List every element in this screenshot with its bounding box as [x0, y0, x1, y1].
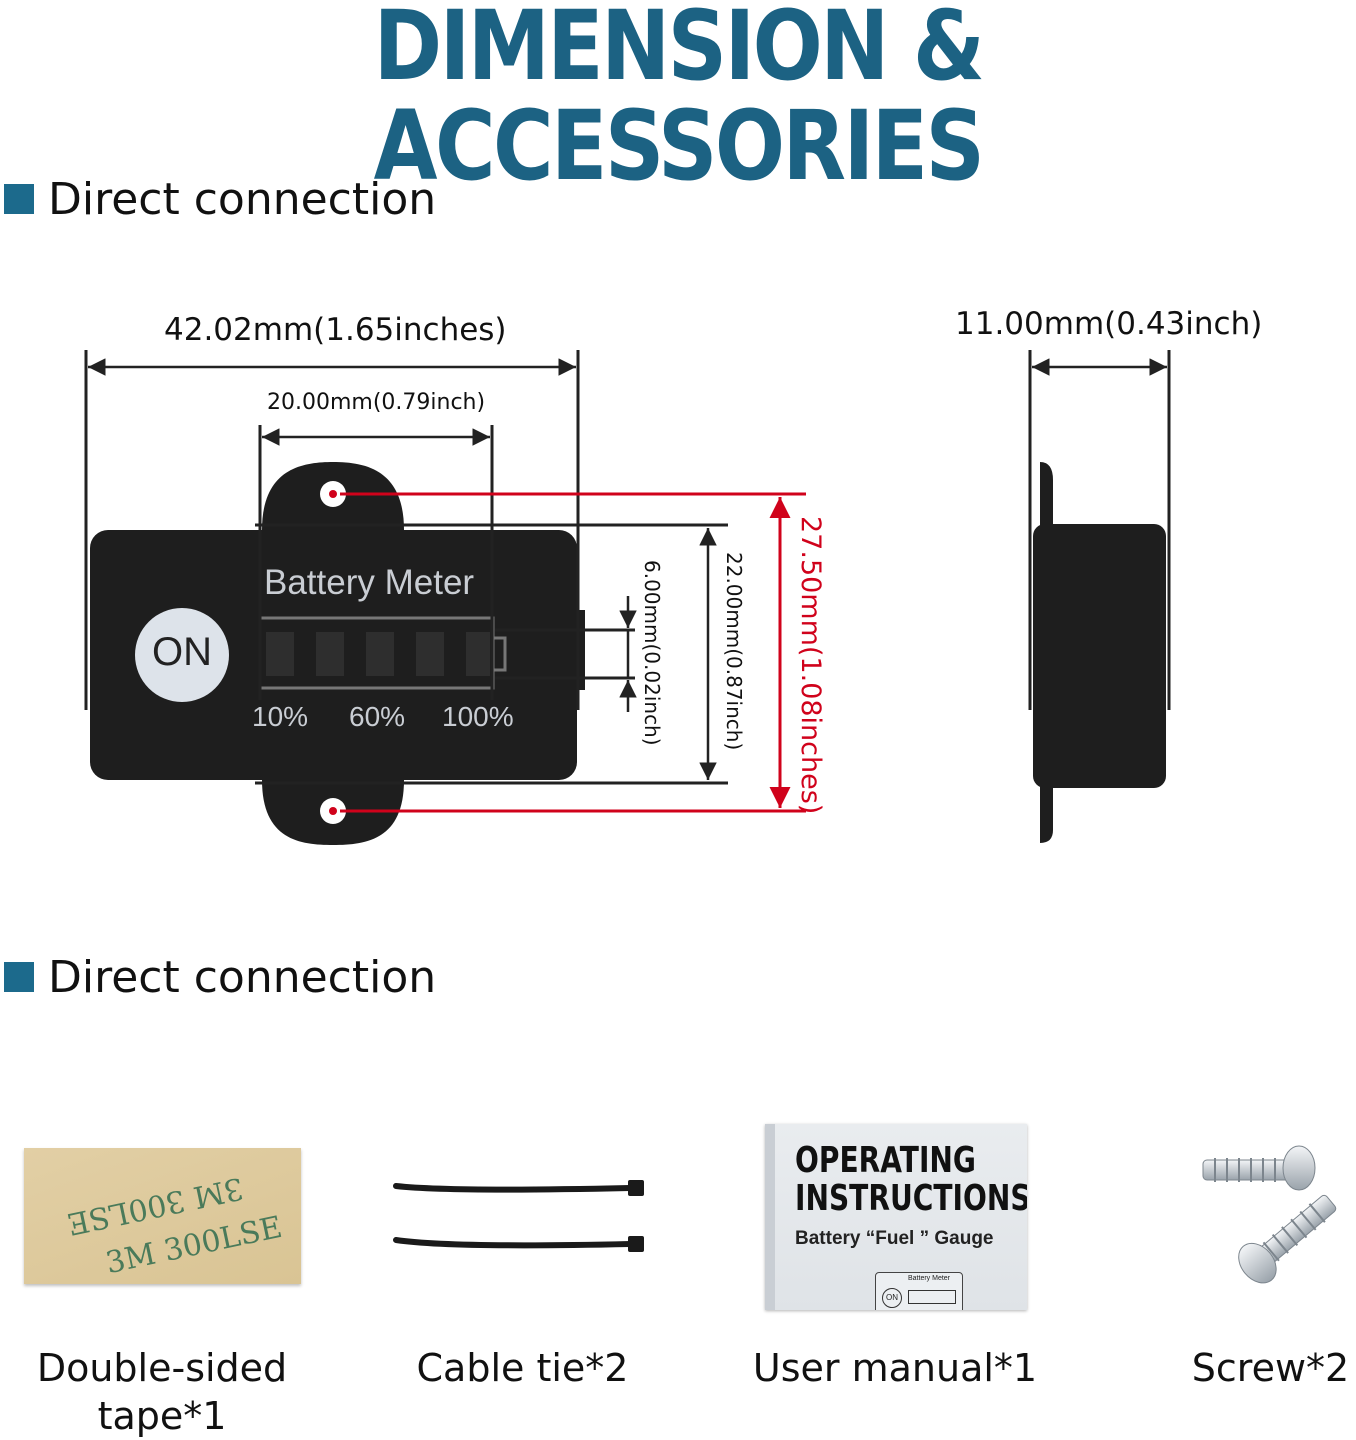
device-name: Battery Meter — [264, 563, 475, 602]
display-width-label: 20.00mm(0.79inch) — [267, 390, 486, 415]
manual-title: OPERATING INSTRUCTIONS — [795, 1140, 1027, 1219]
dimension-drawing — [84, 350, 1171, 845]
page-title: DIMENSION & ACCESSORIES — [373, 0, 985, 202]
scale-label-60: 60% — [349, 701, 406, 732]
scale-label-10: 10% — [252, 701, 309, 732]
on-button — [135, 608, 229, 702]
section-header-accessories: Direct connection — [4, 951, 437, 1003]
scale-label-100: 100% — [442, 701, 514, 732]
manual-subtitle: Battery “Fuel ” Gauge — [795, 1228, 994, 1249]
accessory-label-cable-tie: Cable tie*2 — [416, 1346, 629, 1390]
screw-icon — [1238, 1194, 1337, 1284]
accessory-label-manual: User manual*1 — [752, 1346, 1038, 1390]
section-title: Direct connection — [48, 951, 437, 1003]
section-header-dimension: Direct connection — [4, 173, 437, 225]
cable-tie-image — [393, 1180, 644, 1252]
accessory-label-screw: Screw*2 — [1191, 1346, 1350, 1390]
on-button-label: ON — [152, 630, 212, 674]
screw-image — [1202, 1145, 1337, 1284]
screw-icon — [1202, 1145, 1316, 1191]
section-title: Direct connection — [48, 173, 437, 225]
manual-device-icon: Battery Meter ON — [875, 1272, 963, 1310]
section-marker-icon — [4, 962, 34, 992]
led-segments — [266, 632, 490, 676]
accessory-label-tape: Double-sided tape*1 — [36, 1346, 288, 1438]
device-side-view — [1033, 462, 1166, 843]
tape-image: 3M 300LSE 3M 300LSE — [24, 1148, 301, 1284]
section-marker-icon — [4, 184, 34, 214]
mounting-flange — [262, 462, 404, 845]
depth-label: 11.00mm(0.43inch) — [955, 306, 1263, 342]
overall-width-label: 42.02mm(1.65inches) — [164, 312, 507, 348]
manual-image: OPERATING INSTRUCTIONS Battery “Fuel ” G… — [765, 1124, 1027, 1310]
